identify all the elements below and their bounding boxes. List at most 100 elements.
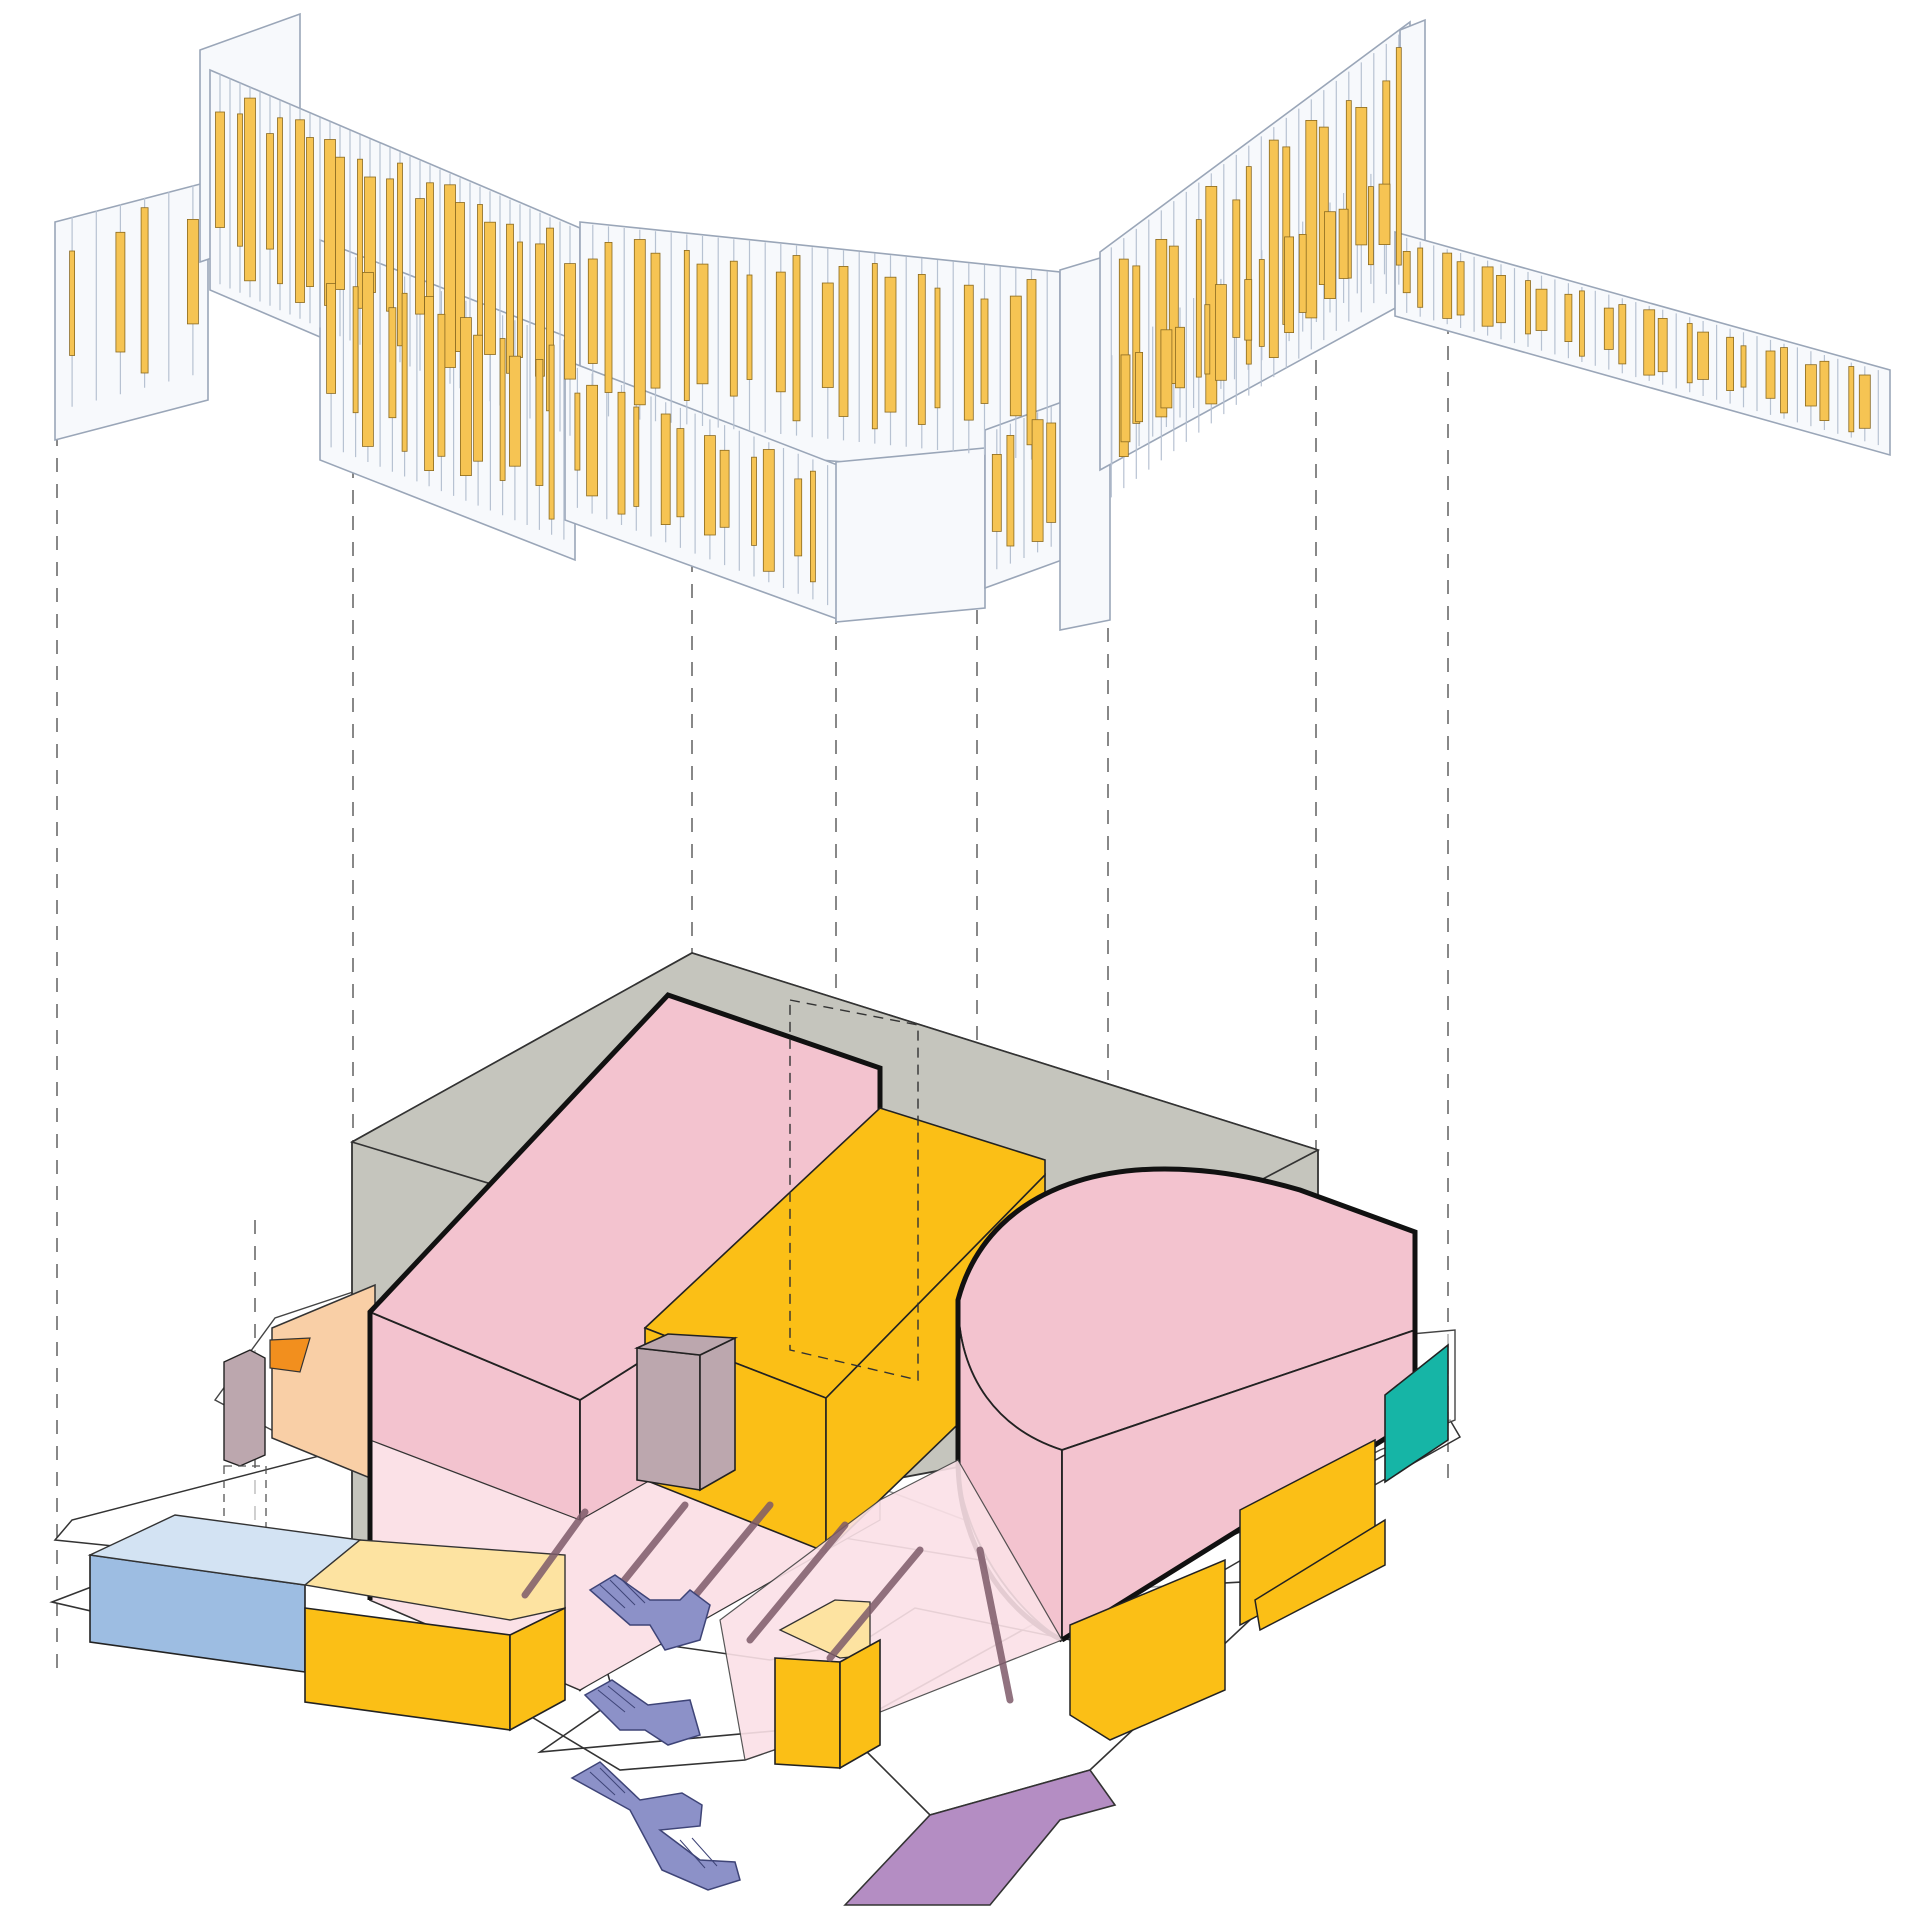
- screen-fin: [1338, 208, 1349, 279]
- screen-fin: [1456, 261, 1465, 316]
- screen-fin: [401, 292, 408, 452]
- screen-fin: [746, 274, 753, 380]
- screen-fin: [1848, 366, 1855, 433]
- beam: [826, 1546, 924, 1662]
- screen-fin: [335, 156, 345, 290]
- screen-fin: [1564, 293, 1573, 342]
- screen-panel: [835, 447, 986, 623]
- service-volume-teal: [1384, 1343, 1449, 1484]
- screen-fin: [437, 313, 446, 457]
- shaft-outline: [789, 999, 919, 1381]
- screen-fin: [517, 241, 523, 358]
- screen-fin: [140, 207, 149, 374]
- screen-fin: [660, 413, 671, 525]
- stair-tread: [599, 1584, 626, 1609]
- screen-fin: [386, 178, 394, 312]
- core-block-taupe-top: [634, 1333, 739, 1356]
- screen-fin: [295, 119, 305, 303]
- screen-panel: [1394, 230, 1891, 457]
- facade-screen: [54, 12, 1891, 631]
- cafe-volume-yellow-side: [839, 1638, 881, 1770]
- retail-volume-yellow-top: [303, 1539, 566, 1621]
- screen-fin: [1535, 288, 1548, 331]
- screen-fin: [415, 198, 425, 315]
- screen-fin: [1618, 304, 1627, 365]
- beam: [976, 1546, 1014, 1704]
- screen-fin: [751, 456, 757, 546]
- stair-upper: [588, 1574, 711, 1651]
- screen-fin: [548, 344, 555, 520]
- screen-fin: [1168, 245, 1179, 385]
- screen-fin: [215, 111, 225, 228]
- column-taupe-shadow: [223, 1465, 267, 1597]
- screen-fin: [917, 273, 926, 425]
- stair-tread: [619, 1577, 646, 1604]
- screen-fin: [1765, 350, 1776, 399]
- screen-fin: [1686, 323, 1693, 384]
- stair-tread: [589, 1771, 616, 1796]
- screen-fin: [1657, 317, 1668, 373]
- screen-fin: [277, 117, 283, 285]
- screen-fin: [444, 184, 456, 368]
- screen-fin: [357, 158, 363, 309]
- screen-fin: [792, 255, 801, 422]
- screen-fin: [1318, 126, 1329, 285]
- cafe-volume-yellow-front: [774, 1657, 841, 1769]
- screen-fin: [1805, 364, 1817, 407]
- screen-fin: [1026, 279, 1037, 446]
- screen-fin: [633, 239, 646, 406]
- screen-fin: [838, 265, 849, 417]
- screen-fin: [696, 263, 709, 385]
- yellow-volume-under-hall: [1254, 1518, 1386, 1632]
- screen-fin: [361, 271, 374, 447]
- screen-fin: [1245, 166, 1252, 365]
- screen-fin: [1643, 309, 1656, 376]
- screen-fin: [1697, 331, 1709, 380]
- screen-fin: [1195, 219, 1202, 378]
- screen-fin: [1603, 307, 1614, 350]
- screen-fin: [424, 296, 435, 472]
- screen-fin: [1819, 360, 1830, 421]
- screen-fin: [1006, 434, 1015, 547]
- screen-fin: [980, 298, 989, 404]
- screen-fin: [617, 391, 626, 515]
- screen-fin: [729, 260, 738, 397]
- screen-fin: [1442, 252, 1453, 319]
- screen-fin: [1324, 211, 1336, 299]
- screen-fin: [506, 223, 514, 374]
- screen-fin: [1858, 374, 1871, 429]
- yellow-volume-under-hall: [1069, 1558, 1226, 1741]
- stair-tread: [691, 1837, 718, 1867]
- screen-fins: [69, 47, 1871, 583]
- screen-fin: [934, 287, 941, 409]
- terrace-accent-orange: [269, 1337, 311, 1373]
- screen-fin: [1135, 351, 1143, 423]
- screen-fin: [884, 276, 897, 413]
- screen-fin: [306, 137, 314, 288]
- screen-fin: [1031, 419, 1044, 542]
- screen-fin: [1780, 347, 1788, 414]
- screen-panel: [1059, 253, 1111, 631]
- screen-fin: [762, 449, 775, 572]
- screen-fin: [1215, 284, 1227, 381]
- screen-fin: [397, 162, 403, 347]
- screen-fin: [574, 392, 581, 471]
- screen-fin: [1740, 345, 1747, 388]
- screen-fin: [1395, 47, 1402, 266]
- screen-fin: [1160, 329, 1173, 409]
- screen-fin: [1175, 326, 1185, 389]
- screen-fin: [1525, 280, 1531, 335]
- screen-fin: [1009, 295, 1022, 417]
- screen-fin: [484, 221, 496, 355]
- screen-fin: [587, 258, 598, 364]
- core-block-taupe-side: [699, 1336, 736, 1492]
- screen-fin: [508, 355, 521, 467]
- building-massing: [49, 952, 1462, 1906]
- screen-fin: [473, 334, 484, 462]
- screen-fin: [1258, 259, 1265, 347]
- screen-fin: [115, 231, 126, 353]
- screen-fin: [775, 271, 786, 393]
- screen-fin: [1046, 422, 1057, 523]
- screen-fin: [186, 218, 199, 325]
